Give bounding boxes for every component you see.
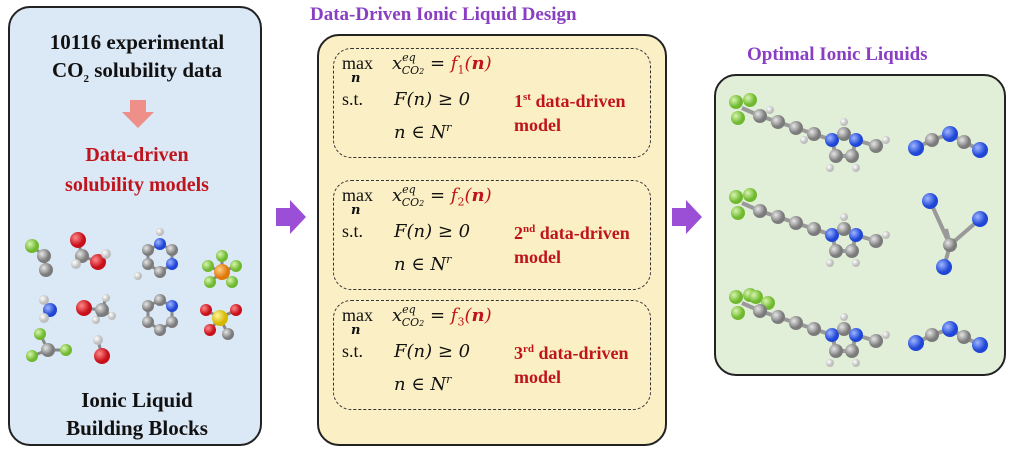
optimal-title: Optimal Ionic Liquids bbox=[747, 44, 928, 65]
building-blocks-label: Ionic Liquid Building Blocks bbox=[66, 388, 208, 440]
max-variable: n bbox=[351, 323, 361, 338]
objective: xeqCO2 = f1(n) bbox=[392, 51, 492, 77]
objective: xeqCO2 = f2(n) bbox=[392, 183, 492, 209]
constraint-feasibility: F(n) ≥ 0 bbox=[394, 221, 471, 242]
building-blocks-molecules bbox=[25, 228, 242, 364]
dataset-heading: 10116 experimental CO2 solubility data bbox=[10, 28, 264, 93]
objective: xeqCO2 = f3(n) bbox=[392, 303, 492, 329]
constraint-feasibility: F(n) ≥ 0 bbox=[394, 341, 471, 362]
right-arrow-icon bbox=[276, 200, 306, 234]
ionic-liquid-2 bbox=[729, 188, 988, 275]
right-arrow-icon-2 bbox=[672, 200, 702, 234]
max-label: max bbox=[342, 305, 373, 325]
max-label: max bbox=[342, 185, 373, 205]
data-source-panel: 10116 experimental CO2 solubility data D… bbox=[8, 6, 262, 446]
constraint-integer: n ∈ Nr bbox=[394, 121, 452, 143]
optimal-ionic-liquids-panel bbox=[714, 74, 1006, 376]
max-label: max bbox=[342, 53, 373, 73]
dataset-type-label: CO2 solubility data bbox=[51, 58, 223, 86]
optimal-il-molecules bbox=[729, 93, 988, 367]
down-arrow-icon bbox=[122, 100, 154, 128]
dataset-count-label: 10116 experimental bbox=[49, 30, 225, 54]
ionic-liquid-3 bbox=[729, 288, 988, 367]
st-label: s.t. bbox=[342, 221, 364, 241]
st-label: s.t. bbox=[342, 341, 364, 361]
design-title: Data-Driven Ionic Liquid Design bbox=[310, 4, 577, 25]
st-label: s.t. bbox=[342, 89, 364, 109]
max-variable: n bbox=[351, 71, 361, 86]
ionic-liquid-1 bbox=[729, 93, 988, 172]
constraint-integer: n ∈ Nr bbox=[394, 373, 452, 395]
constraint-integer: n ∈ Nr bbox=[394, 253, 452, 275]
constraint-feasibility: F(n) ≥ 0 bbox=[394, 89, 471, 110]
solubility-models-label: Data-driven solubility models bbox=[65, 144, 209, 196]
max-variable: n bbox=[351, 203, 361, 218]
